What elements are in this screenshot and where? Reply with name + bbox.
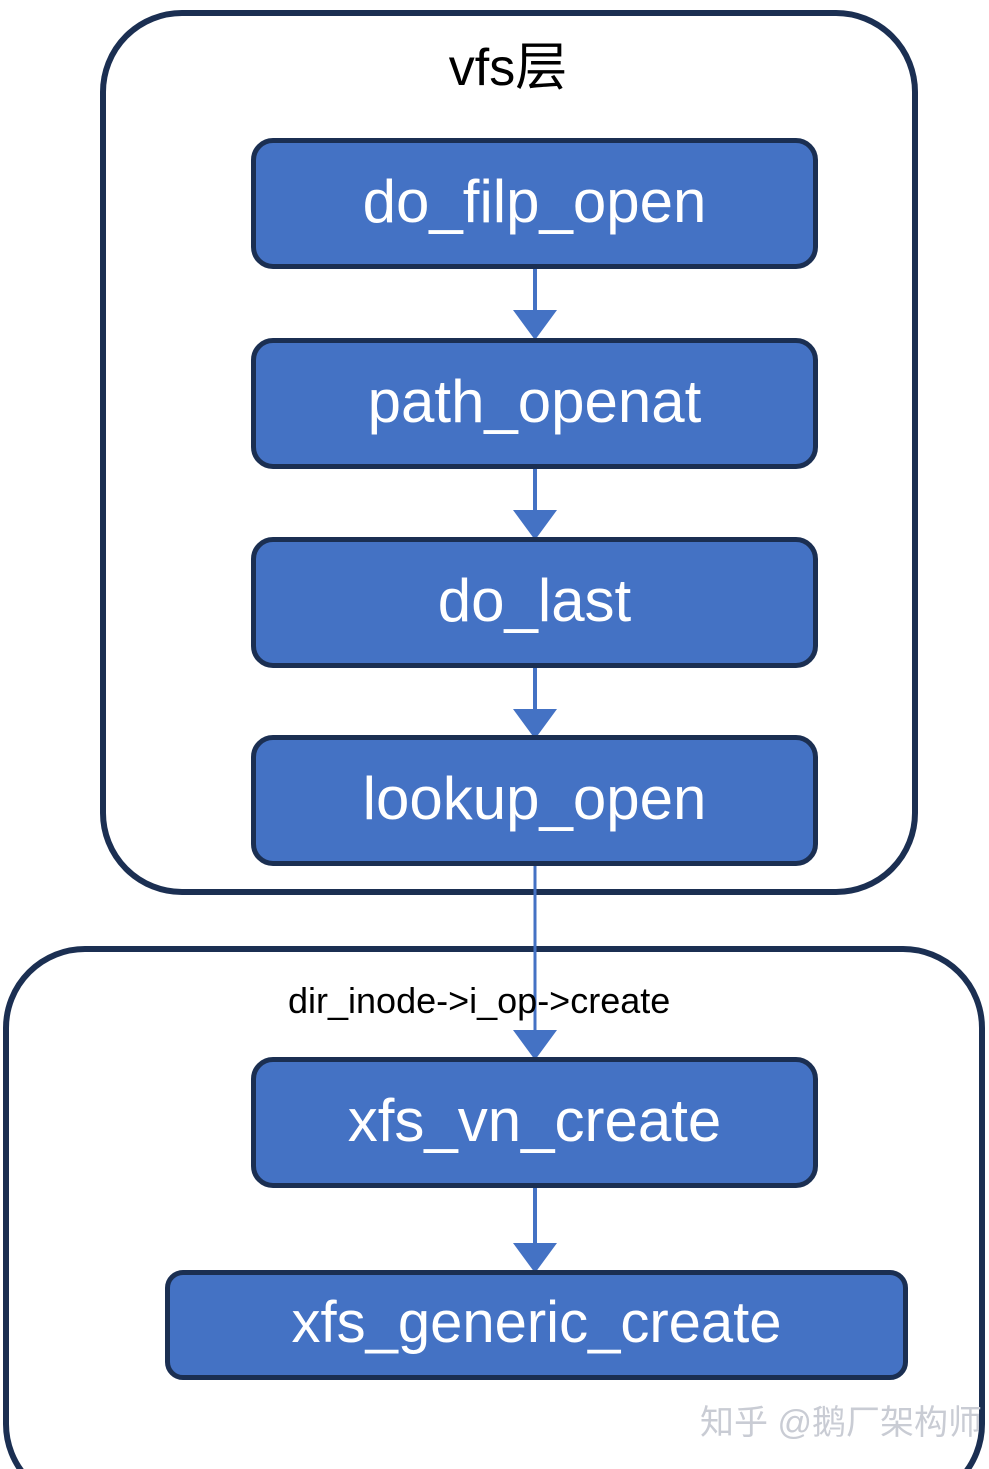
arrow-xfs-vn-create-to-xfs-generic-create: [513, 1185, 557, 1273]
node-label: xfs_generic_create: [291, 1290, 782, 1355]
group-vfs-layer: [100, 10, 918, 895]
arrow-path-openat-to-do-last: [513, 466, 557, 540]
node-label: xfs_vn_create: [347, 1086, 722, 1154]
arrow-do-last-to-lookup-open: [513, 665, 557, 739]
group-xfs-layer: [3, 946, 985, 1469]
node-label: do_last: [437, 566, 632, 634]
watermark: 知乎 @鹅厂架构师: [700, 1404, 982, 1442]
node-xfs-generic-create[interactable]: xfs_generic_create: [165, 1270, 908, 1380]
arrow-lookup-open-to-xfs-vn-create: [513, 864, 557, 1060]
node-do-last[interactable]: do_last: [251, 537, 818, 668]
node-label: path_openat: [367, 367, 702, 435]
edge-label-dir-inode-i-op-create: dir_inode->i_op->create: [288, 980, 671, 1021]
arrow-do-filp-open-to-path-openat: [513, 266, 557, 340]
group-vfs-title: vfs层: [448, 39, 568, 97]
node-label: lookup_open: [362, 764, 707, 832]
node-do-filp-open[interactable]: do_filp_open: [251, 138, 818, 269]
node-path-openat[interactable]: path_openat: [251, 338, 818, 469]
node-label: do_filp_open: [362, 167, 707, 235]
node-xfs-vn-create[interactable]: xfs_vn_create: [251, 1057, 818, 1188]
node-lookup-open[interactable]: lookup_open: [251, 735, 818, 866]
